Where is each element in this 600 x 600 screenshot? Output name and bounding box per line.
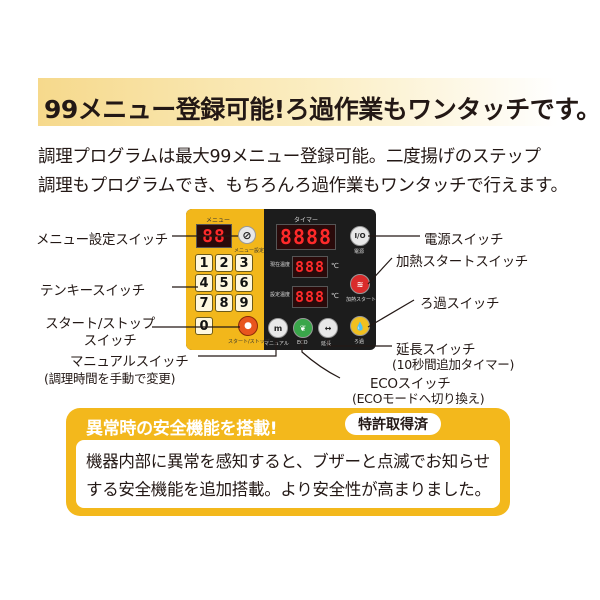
- set-temp-display: 888: [292, 286, 328, 308]
- intro-line-1: 調理プログラムは最大99メニュー登録可能。二度揚げのステップ: [38, 147, 541, 167]
- temp-unit-1: ℃: [331, 262, 339, 270]
- key-4[interactable]: 4: [195, 274, 213, 292]
- heat-start-button[interactable]: ≋: [350, 274, 370, 294]
- key-3[interactable]: 3: [235, 254, 253, 272]
- headline: 99メニュー登録可能!ろ過作業もワンタッチです。: [44, 95, 600, 124]
- manual-button[interactable]: m: [268, 318, 288, 338]
- key-6[interactable]: 6: [235, 274, 253, 292]
- start-stop-button[interactable]: ●: [238, 316, 258, 336]
- key-5[interactable]: 5: [215, 274, 233, 292]
- key-8[interactable]: 8: [215, 294, 233, 312]
- safety-line-2: する安全機能を追加搭載。より安全性が高まりました。: [86, 480, 491, 499]
- intro-line-2: 調理もプログラムでき、もちろんろ過作業もワンタッチで行えます。: [38, 176, 568, 196]
- safety-feature-body-panel: [76, 440, 500, 508]
- key-1[interactable]: 1: [195, 254, 213, 272]
- start-stop-button-label: スタート/ストップ: [228, 339, 270, 345]
- flame-icon: ≋: [356, 279, 364, 289]
- patent-badge: 特許取得済: [345, 413, 441, 435]
- panel-timer-label: タイマー: [294, 217, 319, 224]
- label-start-stop-1: スタート/ストップ: [45, 316, 155, 332]
- label-start-stop-2: スイッチ: [83, 333, 137, 349]
- drop-icon: 💧: [355, 321, 365, 331]
- temp-label-set: 設定温度: [270, 292, 291, 298]
- temp-label-current: 現在温度: [270, 262, 291, 268]
- extend-arrows-icon: ↔: [324, 323, 332, 333]
- label-tenkey-switch: テンキースイッチ: [40, 283, 145, 299]
- extend-button-label: 延長: [321, 341, 332, 347]
- label-manual-switch: マニュアルスイッチ: [70, 354, 189, 370]
- power-button[interactable]: I/O: [350, 226, 370, 246]
- eco-button[interactable]: ❦: [293, 318, 313, 338]
- current-temp-display: 888: [292, 256, 328, 278]
- filter-button-label: ろ過: [354, 339, 365, 345]
- timer-display: 8888: [276, 224, 336, 250]
- safety-line-1: 機器内部に異常を感知すると、ブザーと点滅でお知らせ: [86, 452, 491, 471]
- label-eco-switch: ECOスイッチ: [370, 376, 451, 392]
- key-2[interactable]: 2: [215, 254, 233, 272]
- heat-start-button-label: 加熱スタート: [346, 297, 377, 303]
- label-manual-note: (調理時間を手動で変更): [44, 371, 176, 386]
- extend-button[interactable]: ↔: [318, 318, 338, 338]
- headline-background: [38, 78, 558, 126]
- menu-set-button[interactable]: ⊘: [238, 226, 256, 244]
- hand-icon: m: [273, 323, 283, 333]
- panel-menu-label: メニュー: [206, 217, 231, 224]
- key-7[interactable]: 7: [195, 294, 213, 312]
- label-eco-note: (ECOモードへ切り換え): [352, 391, 485, 406]
- key-9[interactable]: 9: [235, 294, 253, 312]
- power-button-label: 電源: [354, 249, 365, 255]
- label-power-switch: 電源スイッチ: [424, 232, 504, 248]
- leaf-icon: ❦: [299, 323, 307, 333]
- label-filter-switch: ろ過スイッチ: [420, 296, 500, 312]
- label-extend-switch: 延長スイッチ: [396, 342, 476, 358]
- label-heat-switch: 加熱スタートスイッチ: [396, 254, 528, 270]
- label-menu-switch: メニュー設定スイッチ: [36, 232, 168, 248]
- menu-set-button-label: メニュー設定: [234, 248, 265, 254]
- label-extend-note: (10秒間追加タイマー): [392, 357, 515, 372]
- safety-title: 異常時の安全機能を搭載!: [86, 419, 278, 439]
- key-0[interactable]: 0: [195, 317, 213, 335]
- temp-unit-2: ℃: [331, 292, 339, 300]
